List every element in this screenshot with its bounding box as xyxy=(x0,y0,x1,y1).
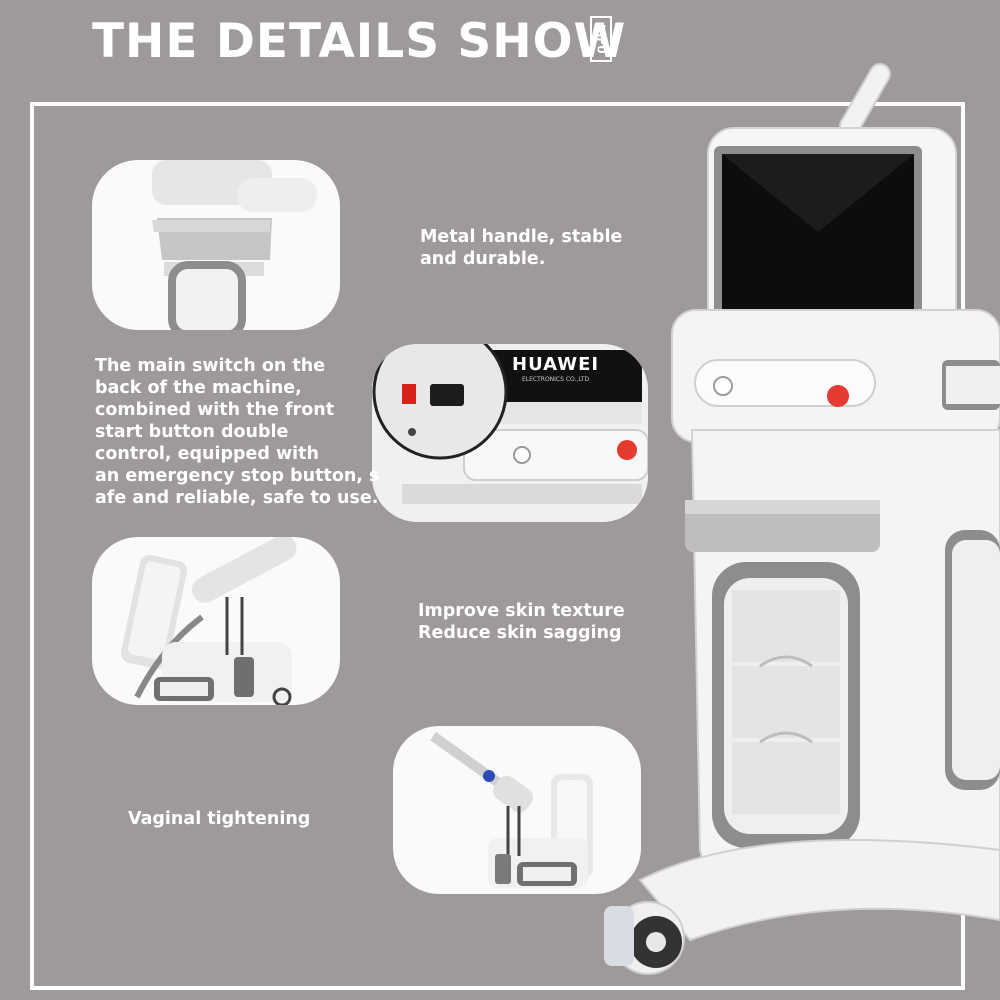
caption-line: The main switch on the xyxy=(95,356,326,376)
handle-detail-card xyxy=(92,160,340,330)
caption-line: back of the machine, xyxy=(95,378,302,398)
caption-line: start button double xyxy=(95,422,289,442)
skin-handpiece-illustration xyxy=(120,537,297,705)
brand-badge: HIFU xyxy=(590,16,612,62)
caption-line: Vaginal tightening xyxy=(128,809,311,829)
skin-handpiece-card xyxy=(92,537,340,705)
switch-caption: The main switch on the back of the machi… xyxy=(95,355,379,509)
vaginal-handpiece-illustration xyxy=(430,731,593,888)
caption-line: Improve skin texture xyxy=(418,601,625,621)
caption-line: Reduce skin sagging xyxy=(418,623,622,643)
badge-text: HIFU xyxy=(594,24,608,54)
handle-caption: Metal handle, stable and durable. xyxy=(420,226,622,270)
switch-brand: HUAWEI xyxy=(512,354,600,375)
hifu-machine-illustration xyxy=(604,63,1000,975)
skin-caption: Improve skin texture Reduce skin sagging xyxy=(418,600,625,644)
handle-illustration xyxy=(152,160,317,330)
switch-illustration xyxy=(372,344,648,522)
caption-line: control, equipped with xyxy=(95,444,319,464)
caption-line: combined with the front xyxy=(95,400,335,420)
caption-line: and durable. xyxy=(420,249,546,269)
switch-brand-sub: ELECTRONICS CO.,LTD xyxy=(522,376,590,383)
switch-detail-card: HUAWEI ELECTRONICS CO.,LTD xyxy=(372,344,648,522)
caption-line: an emergency stop button, s xyxy=(95,466,380,486)
vaginal-caption: Vaginal tightening xyxy=(128,808,310,830)
caption-line: Metal handle, stable xyxy=(420,227,623,247)
caption-line: afe and reliable, safe to use. xyxy=(95,488,379,508)
vaginal-handpiece-card xyxy=(393,726,641,894)
page-title: THE DETAILS SHOW xyxy=(92,14,627,69)
